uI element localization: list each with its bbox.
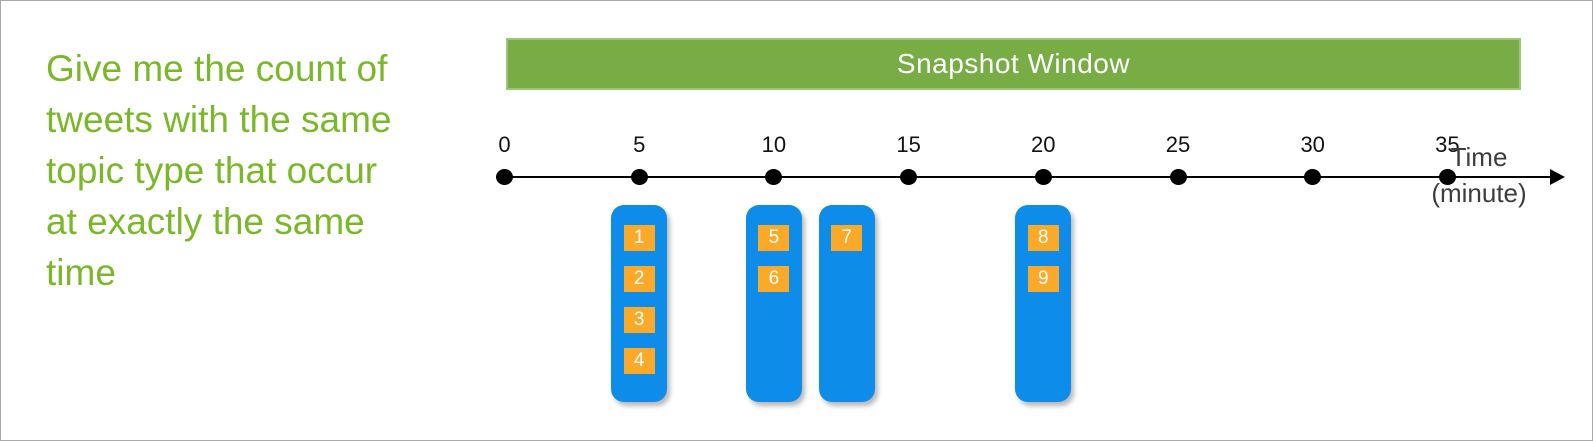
tweet-chip: 7 — [831, 225, 863, 251]
tweet-chip: 9 — [1027, 266, 1059, 292]
timeline-dot — [1438, 169, 1456, 185]
timeline-tick-label: 0 — [498, 132, 511, 157]
timeline-dot — [900, 169, 918, 185]
timeline-tick-label: 10 — [761, 132, 787, 157]
timeline-dot — [496, 169, 513, 185]
tweet-chip: 8 — [1027, 225, 1059, 251]
timeline-dot — [1034, 169, 1052, 185]
timeline-dot — [1304, 169, 1322, 185]
axis-title-time: Time — [1450, 142, 1508, 172]
tweet-chip: 4 — [623, 348, 655, 374]
tweet-chip: 5 — [758, 225, 790, 251]
timeline-tick-label: 30 — [1300, 132, 1325, 157]
timeline-tick-label: 25 — [1165, 132, 1191, 157]
timeline-arrowhead-icon — [1550, 169, 1565, 185]
timeline-tick-label: 15 — [896, 132, 921, 157]
timeline-dot — [1169, 169, 1187, 185]
tweet-chip: 1 — [623, 225, 655, 251]
timeline-tick-label: 20 — [1031, 132, 1056, 157]
question-text: Give me the count of tweets with the sam… — [46, 48, 392, 293]
tweet-group: 1 2 3 4 — [611, 205, 668, 402]
axis-title-minute: (minute) — [1431, 178, 1527, 208]
timeline-dot — [765, 169, 783, 185]
tweet-group: 7 — [818, 205, 875, 402]
timeline-tick-label: 35 — [1435, 132, 1460, 157]
timeline-tick-label: 5 — [633, 132, 646, 157]
snapshot-window-label: Snapshot Window — [896, 48, 1131, 79]
timeline-dot — [630, 169, 648, 185]
snapshot-window-banner: Snapshot Window — [506, 38, 1521, 90]
tweet-chip: 6 — [758, 266, 790, 292]
timeline-axis — [496, 176, 1553, 178]
tweet-chip: 2 — [623, 266, 655, 292]
tweet-chip: 3 — [623, 307, 655, 333]
